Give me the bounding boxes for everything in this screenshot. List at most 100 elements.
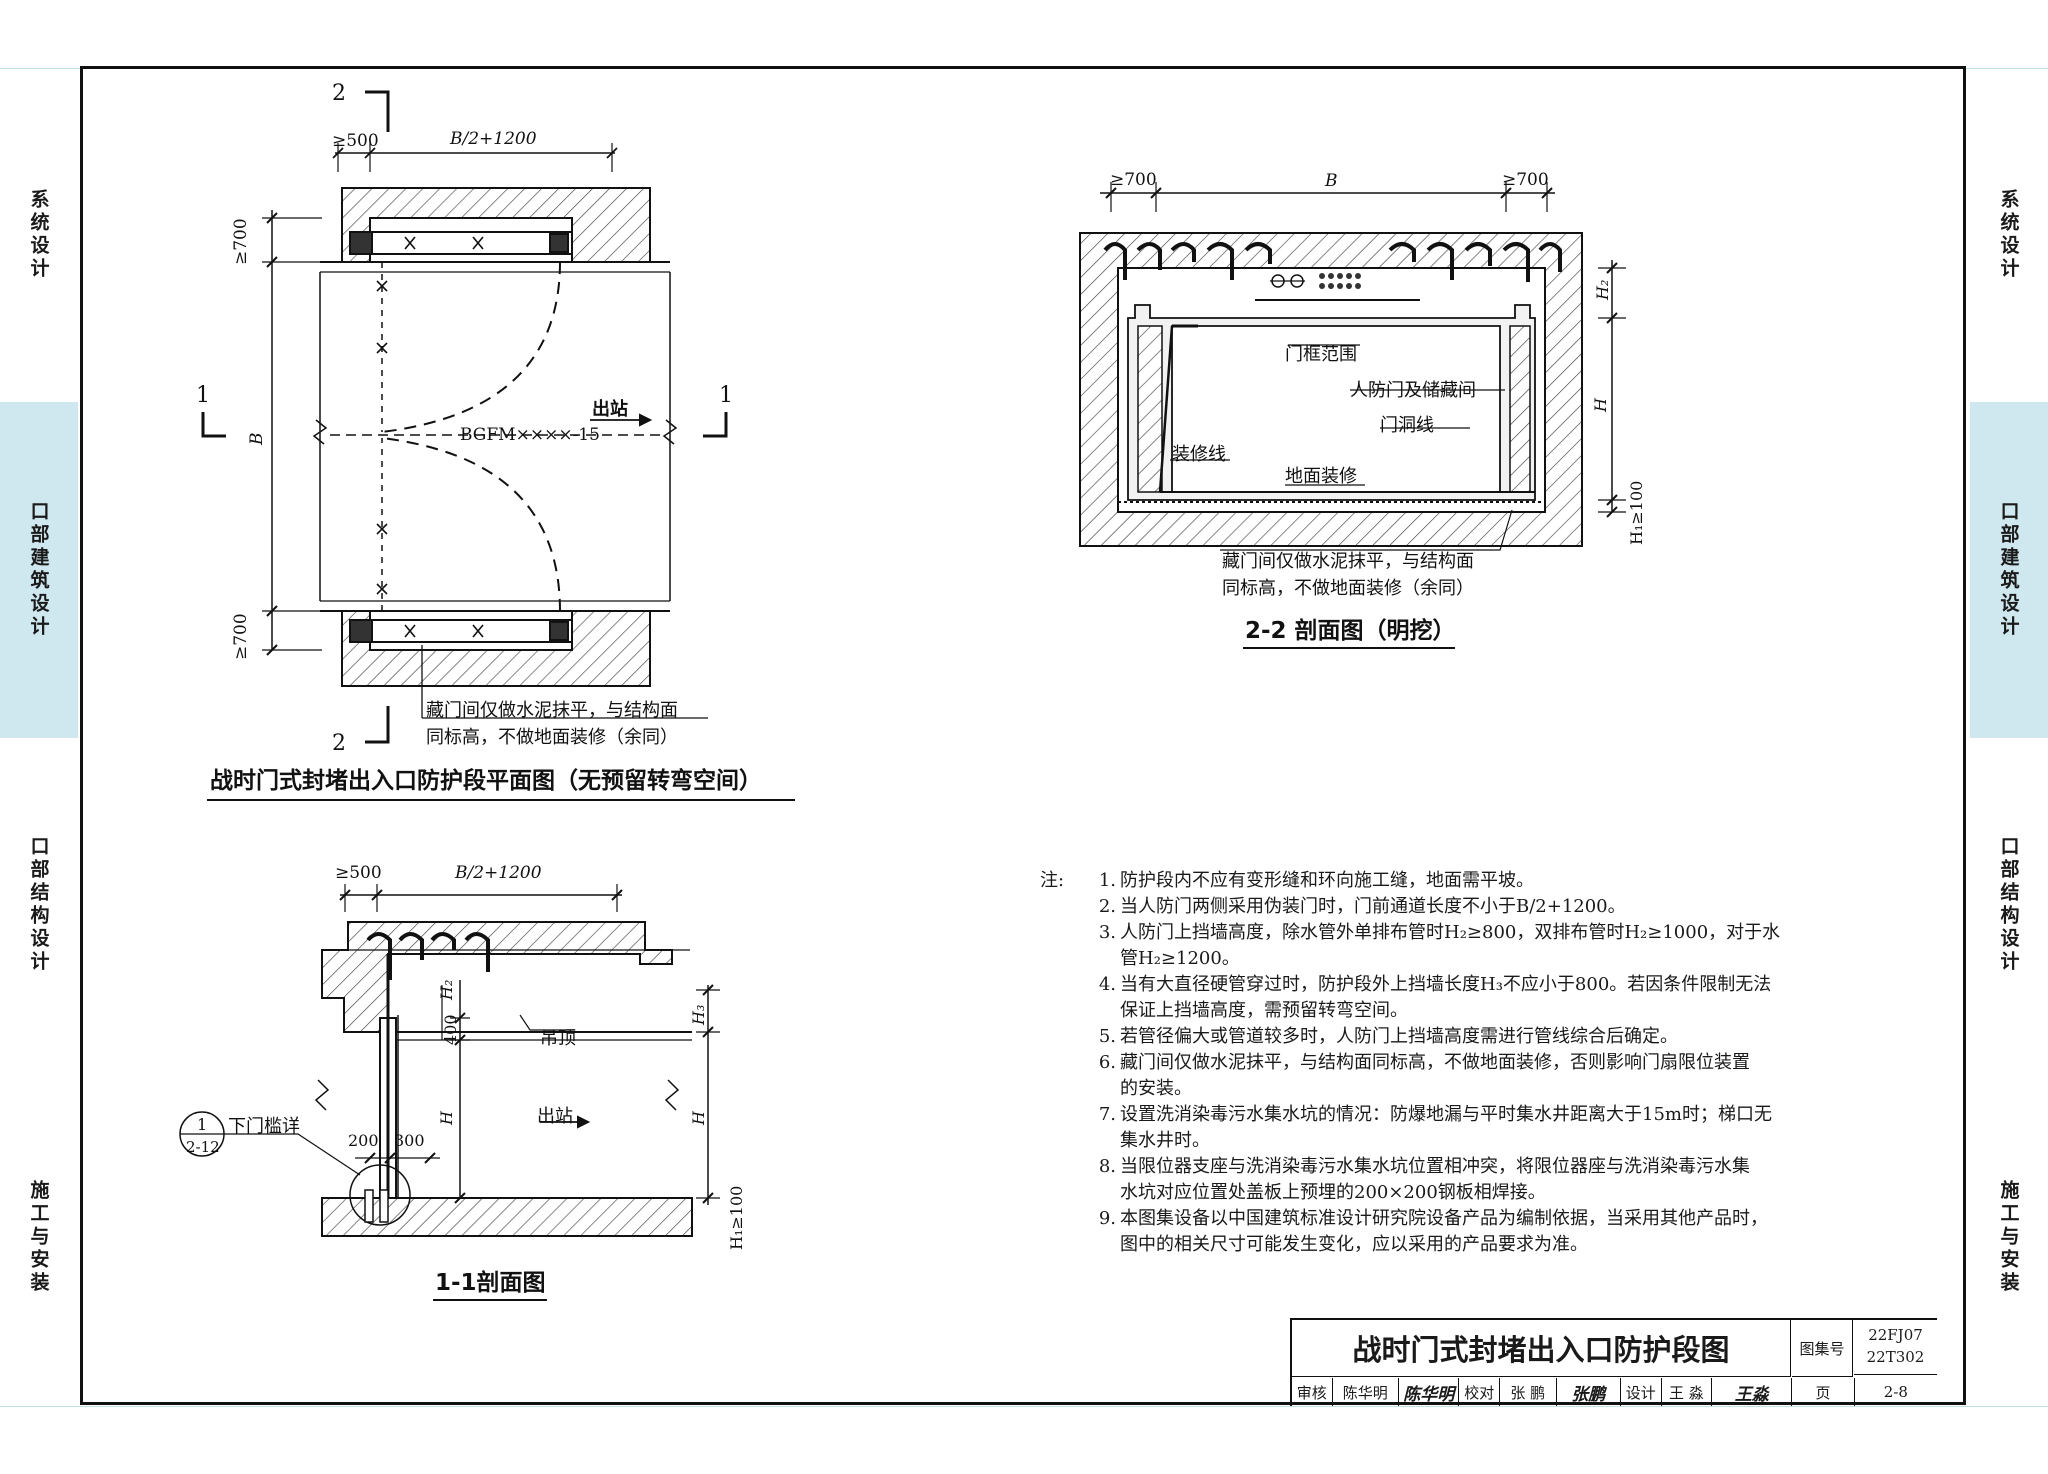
note-prefix xyxy=(1040,1076,1086,1102)
note-number xyxy=(1086,1232,1120,1258)
note-prefix xyxy=(1040,1232,1086,1258)
dim-label: H xyxy=(437,1110,456,1126)
check-signature: 张鹏 xyxy=(1557,1378,1621,1406)
note-text: 的安装。 xyxy=(1120,1078,1192,1099)
note-number: 2. xyxy=(1098,896,1116,917)
label-blast-door: 人防门及储藏间 xyxy=(1350,380,1476,401)
side-tab-construction[interactable]: 施工与安装 xyxy=(0,1072,78,1402)
section-mark-label: 1 xyxy=(719,383,733,408)
detail-num: 1 xyxy=(197,1115,207,1134)
side-tab-label: 施工与安装 xyxy=(27,1179,50,1295)
side-tab-struct-design[interactable]: 口部结构设计 xyxy=(0,740,78,1070)
dim-label: ≥700 xyxy=(231,613,251,660)
note-prefix: 注: xyxy=(1040,870,1065,891)
side-tab-label: 口部建筑设计 xyxy=(27,501,50,639)
dim-label: B xyxy=(247,433,267,447)
section-mark-label: 2 xyxy=(332,81,346,106)
section-1-1-caption: 1-1剖面图 xyxy=(435,1269,546,1296)
note-number: 8. xyxy=(1098,1156,1116,1177)
note-prefix xyxy=(1040,1206,1086,1232)
section-mark-2-bottom xyxy=(365,706,390,744)
plan-note-line: 藏门间仅做水泥抹平，与结构面 xyxy=(426,700,678,721)
note-prefix xyxy=(1040,998,1086,1024)
plan-caption: 战时门式封堵出入口防护段平面图（无预留转弯空间） xyxy=(210,767,762,794)
design-name: 王 淼 xyxy=(1662,1378,1713,1406)
detail-label: 下门槛详 xyxy=(228,1116,300,1137)
dim-label: B/2+1200 xyxy=(454,863,542,883)
note-prefix xyxy=(1040,1024,1086,1050)
side-tab-label: 系统设计 xyxy=(27,189,50,281)
side-tab-arch-design[interactable]: 口部建筑设计 xyxy=(0,402,78,738)
door-label: BGFM××××-15 xyxy=(460,425,600,445)
side-tab-arch-design[interactable]: 口部建筑设计 xyxy=(1970,402,2048,738)
atlas-code-label: 图集号 xyxy=(1792,1320,1853,1377)
section-mark-label: 2 xyxy=(332,731,346,756)
note-line: 5.若管径偏大或管道较多时，人防门上挡墙高度需进行管线综合后确定。 xyxy=(1040,1024,1840,1050)
note-line: 3.人防门上挡墙高度，除水管外单排布管时H₂≥800，双排布管时H₂≥1000，… xyxy=(1040,920,1840,946)
note-text: 防护段内不应有变形缝和环向施工缝，地面需平坡。 xyxy=(1120,870,1534,891)
page-label: 页 xyxy=(1792,1378,1855,1406)
note-text: 水坑对应位置处盖板上预埋的200×200钢板相焊接。 xyxy=(1120,1182,1546,1203)
note-line: 保证上挡墙高度，需预留转弯空间。 xyxy=(1040,998,1840,1024)
side-tab-label: 施工与安装 xyxy=(1997,1179,2020,1295)
label-floor-finish: 地面装修 xyxy=(1285,466,1357,487)
side-tab-system-design[interactable]: 系统设计 xyxy=(1970,70,2048,400)
note-line: 集水井时。 xyxy=(1040,1128,1840,1154)
side-tab-construction[interactable]: 施工与安装 xyxy=(1970,1072,2048,1402)
note-number xyxy=(1086,998,1120,1024)
note-number: 3. xyxy=(1098,922,1116,943)
section-1-1-view xyxy=(179,884,720,1237)
side-tab-label: 口部结构设计 xyxy=(27,836,50,974)
note-line: 的安装。 xyxy=(1040,1076,1840,1102)
dim-label: ≥700 xyxy=(1110,170,1157,190)
note-line: 6.藏门间仅做水泥抹平，与结构面同标高，不做地面装修，否则影响门扇限位装置 xyxy=(1040,1050,1840,1076)
section-1-1-texts: ≥500 B/2+1200 H₂ 400 H H₃ H H₁≥100 200 3… xyxy=(186,863,746,1296)
note-line: 管H₂≥1200。 xyxy=(1040,946,1840,972)
note-prefix xyxy=(1040,894,1086,920)
side-tab-struct-design[interactable]: 口部结构设计 xyxy=(1970,740,2048,1070)
section-mark-1-right xyxy=(703,412,728,438)
dim-label: H₁≥100 xyxy=(727,1186,746,1250)
note-number: 5. xyxy=(1098,1026,1116,1047)
note-text: 当有大直径硬管穿过时，防护段外上挡墙长度H₃不应小于800。若因条件限制无法 xyxy=(1120,974,1772,995)
dim-label: 400 xyxy=(441,1014,460,1045)
note-text: 当限位器支座与洗消染毒污水集水坑位置相冲突，将限位器座与洗消染毒污水集 xyxy=(1120,1156,1750,1177)
note-text: 人防门上挡墙高度，除水管外单排布管时H₂≥800，双排布管时H₂≥1000，对于… xyxy=(1120,922,1781,943)
check-label: 校对 xyxy=(1459,1378,1501,1406)
note-number: 6. xyxy=(1098,1052,1116,1073)
note-prefix xyxy=(1040,946,1086,972)
dim-label: ≥700 xyxy=(231,218,251,265)
note-line: 2.当人防门两侧采用伪装门时，门前通道长度不小于B/2+1200。 xyxy=(1040,894,1840,920)
note-prefix xyxy=(1040,1128,1086,1154)
note-text: 图中的相关尺寸可能发生变化，应以采用的产品要求为准。 xyxy=(1120,1234,1588,1255)
note-prefix xyxy=(1040,1154,1086,1180)
plan-texts: ≥500 B/2+1200 ≥700 B ≥700 2 2 1 1 BGFM××… xyxy=(196,81,762,794)
note-number xyxy=(1086,1076,1120,1102)
note-prefix xyxy=(1040,920,1086,946)
drawing-frame xyxy=(80,66,1966,1405)
detail-ref: 2-12 xyxy=(186,1138,220,1156)
section-2-2-caption: 2-2 剖面图（明挖） xyxy=(1245,617,1456,644)
atlas-code-2: 22T302 xyxy=(1866,1348,1925,1366)
label-door-opening: 门洞线 xyxy=(1380,415,1434,436)
note-line: 8.当限位器支座与洗消染毒污水集水坑位置相冲突，将限位器座与洗消染毒污水集 xyxy=(1040,1154,1840,1180)
note-number xyxy=(1086,946,1120,972)
note-prefix xyxy=(1040,1180,1086,1206)
page-number: 2-8 xyxy=(1883,1383,1908,1401)
side-tab-label: 系统设计 xyxy=(1997,189,2020,281)
atlas-code: 22FJ07 22T302 xyxy=(1854,1324,1937,1375)
note-number: 1. xyxy=(1098,870,1116,891)
title-block: 战时门式封堵出入口防护段图 图集号 22FJ07 22T302 审核 陈华明 陈… xyxy=(1290,1318,1937,1406)
label-finish-line: 装修线 xyxy=(1172,444,1226,465)
dim-label: 300 xyxy=(394,1131,425,1150)
note-text: 集水井时。 xyxy=(1120,1130,1210,1151)
plan-view xyxy=(201,90,728,744)
dim-label: H xyxy=(689,1110,708,1126)
dim-label: ≥500 xyxy=(335,863,382,883)
note-number: 7. xyxy=(1098,1104,1116,1125)
exit-label: 出站 xyxy=(592,398,628,420)
note-prefix xyxy=(1040,1050,1086,1076)
note-prefix xyxy=(1040,1102,1086,1128)
note-line: 4.当有大直径硬管穿过时，防护段外上挡墙长度H₃不应小于800。若因条件限制无法 xyxy=(1040,972,1840,998)
side-tab-system-design[interactable]: 系统设计 xyxy=(0,70,78,400)
